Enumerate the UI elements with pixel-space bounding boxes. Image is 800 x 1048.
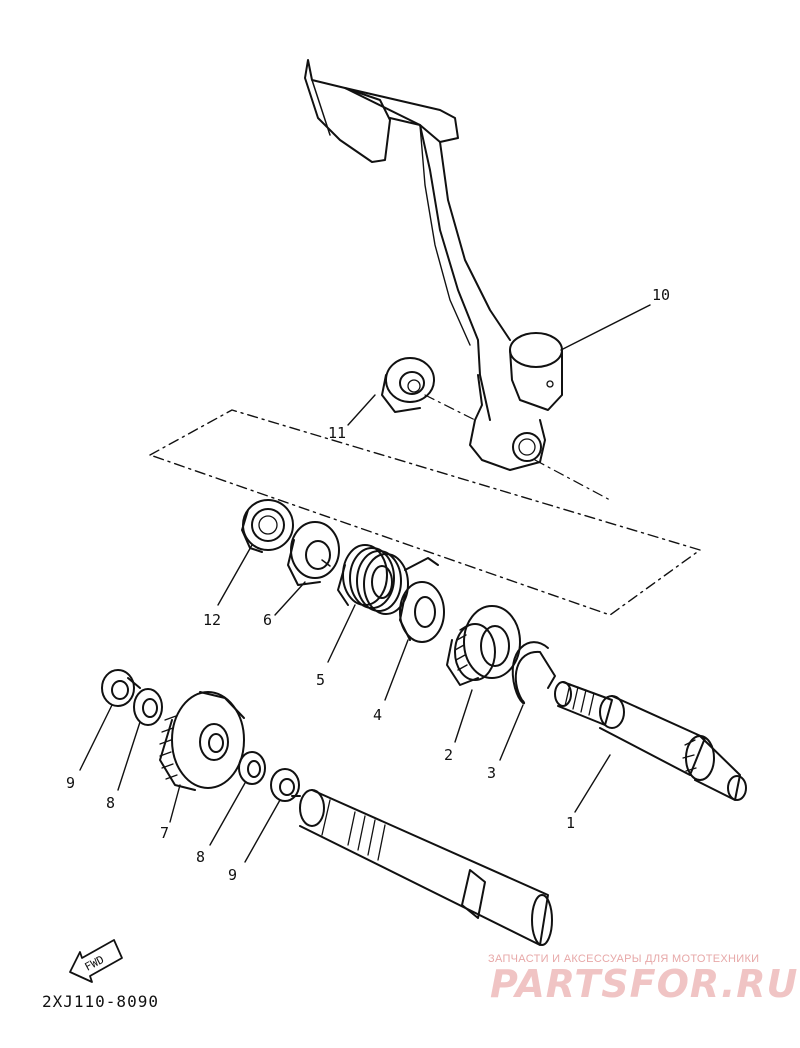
leader-10 (560, 304, 651, 351)
axis-line-10 (534, 459, 611, 501)
part-4-washer (399, 581, 445, 643)
leader-3 (499, 704, 524, 761)
leader-5 (327, 604, 356, 663)
part-11-collar (381, 357, 435, 413)
callout-3: 3 (487, 764, 496, 782)
leader-8b (209, 782, 246, 846)
callout-1: 1 (566, 814, 575, 832)
part-1-kick-axle (554, 681, 747, 801)
leader-4 (384, 639, 409, 701)
leader-11 (347, 394, 376, 426)
part-5-torsion-spring (337, 544, 439, 615)
idle-gear-shaft (299, 789, 553, 946)
part-10-kick-crank (304, 59, 563, 471)
leader-6 (274, 581, 306, 616)
callout-8-right: 8 (196, 848, 205, 866)
assembly-boundary (149, 409, 701, 616)
watermark-logo: PARTSFOR.RU (490, 962, 799, 1006)
part-7-idle-gear (159, 691, 245, 791)
leader-1 (574, 754, 611, 813)
callout-10: 10 (652, 286, 670, 304)
drawing-code: 2XJ110-8090 (42, 992, 159, 1011)
callout-2: 2 (444, 746, 453, 764)
part-8-washer-left (133, 688, 163, 726)
leader-12 (217, 544, 253, 606)
leader-2 (454, 689, 473, 743)
leader-8a (117, 721, 141, 791)
callout-8-left: 8 (106, 794, 115, 812)
callout-9-left: 9 (66, 774, 75, 792)
part-3-circlip (511, 641, 556, 705)
watermark-tagline: ЗАПЧАСТИ И АКСЕССУАРЫ ДЛЯ МОТОТЕХНИКИ (488, 953, 760, 965)
leader-7 (169, 784, 181, 823)
callout-12: 12 (203, 611, 221, 629)
part-8-washer-right (238, 751, 266, 785)
part-9-circlip-left (101, 669, 141, 707)
callout-6: 6 (263, 611, 272, 629)
part-6-spring-guide (287, 521, 340, 586)
leader-9b (244, 799, 281, 863)
part-12-oil-seal (241, 499, 294, 553)
callout-9-right: 9 (228, 866, 237, 884)
part-9-circlip-right (270, 768, 301, 802)
leader-9a (79, 704, 113, 771)
callout-11: 11 (328, 424, 346, 442)
callout-7: 7 (160, 824, 169, 842)
fwd-direction-arrow: FWD (69, 939, 123, 983)
callout-4: 4 (373, 706, 382, 724)
callout-5: 5 (316, 671, 325, 689)
part-2-ratchet (446, 605, 521, 686)
axis-line-11 (424, 394, 476, 421)
